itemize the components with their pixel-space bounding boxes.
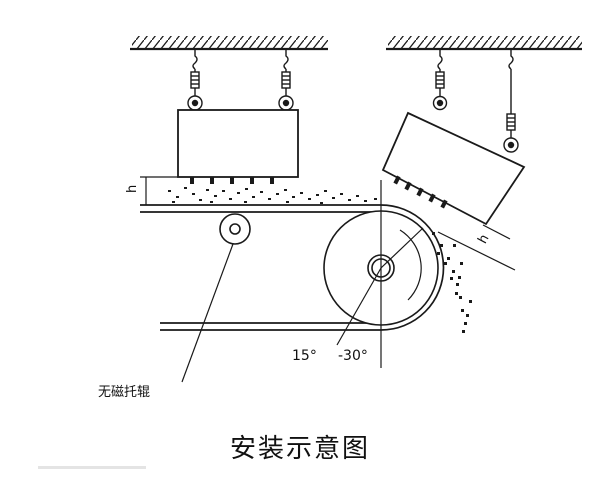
- idler-label: 无磁托辊: [98, 385, 150, 400]
- height-label-right: h: [475, 232, 492, 246]
- magnet-right: [381, 111, 526, 226]
- height-label-left: h: [125, 185, 140, 193]
- angle-label-left: 15°: [292, 348, 317, 364]
- magnet-left: [177, 109, 299, 184]
- bottom-divider: [38, 466, 146, 469]
- idler-leader-line: [181, 243, 234, 383]
- gap-marks: [437, 224, 516, 271]
- hanger-left-2: [278, 49, 294, 111]
- ceiling-left: [130, 36, 328, 51]
- hanger-right-1: [432, 49, 448, 111]
- hanger-right-2: [503, 49, 519, 153]
- height-dimension-left: [140, 176, 178, 205]
- diagram-caption: 安装示意图: [229, 434, 370, 464]
- idler-roller: [219, 213, 251, 245]
- hanger-left-1: [187, 49, 203, 111]
- material-particles: [168, 187, 472, 333]
- angle-label-right: -30°: [338, 348, 368, 364]
- ceiling-right: [386, 36, 582, 51]
- angle-reference: [336, 180, 424, 368]
